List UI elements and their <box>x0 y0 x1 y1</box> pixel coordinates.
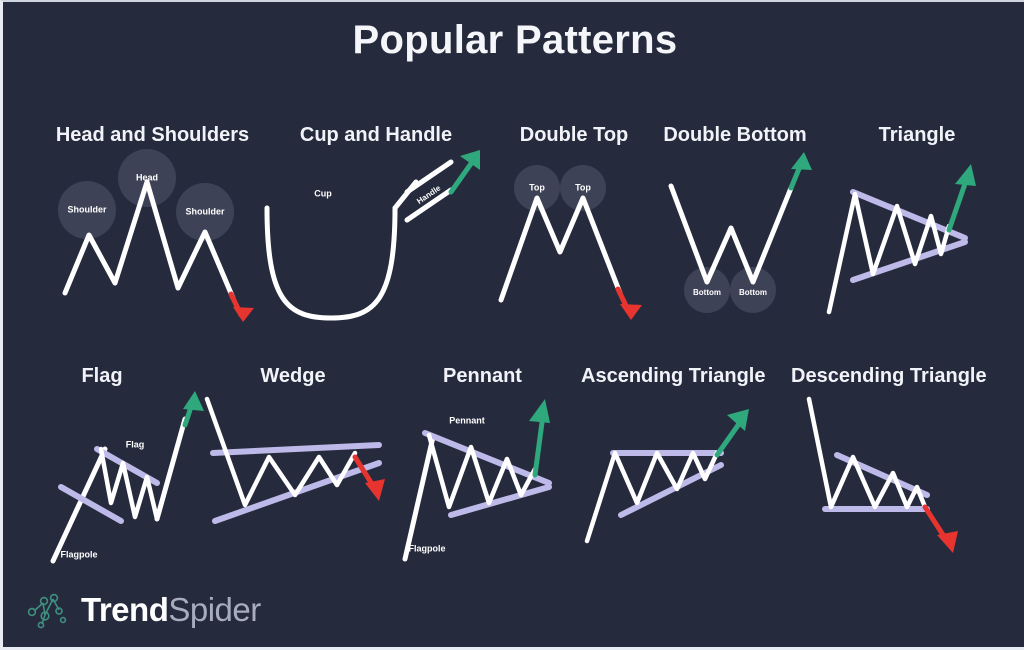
pattern-diagram <box>791 391 987 563</box>
arrow-up-icon <box>182 391 204 428</box>
cup-curve <box>264 205 398 321</box>
lower-trendline <box>448 484 552 518</box>
pattern-title: Pennant <box>443 365 522 387</box>
upper-trendline <box>422 430 552 486</box>
brand-name-strong: Trend <box>81 590 169 628</box>
arrow-up-icon <box>529 399 550 478</box>
badge-bottom-left <box>684 267 730 313</box>
arrow-up-icon <box>788 152 812 191</box>
price-line <box>98 446 160 522</box>
pattern-cup-and-handle: Cup and Handle Cup Handle <box>261 124 491 321</box>
pattern-diagram: Bottom Bottom <box>651 150 819 320</box>
flagpole-label: Flagpole <box>60 549 97 559</box>
arrow-down-icon <box>615 286 642 320</box>
pattern-title: Head and Shoulders <box>55 124 250 146</box>
pattern-diagram <box>826 150 1007 320</box>
price-line <box>204 396 358 508</box>
price-line <box>584 450 720 544</box>
pattern-title: Descending Triangle <box>791 365 987 387</box>
pennant-label: Pennant <box>449 415 485 425</box>
badge-label: Top <box>529 182 545 192</box>
brand-logo: TrendSpider <box>23 589 261 629</box>
price-line <box>826 191 952 315</box>
badge-shoulder-left <box>58 181 116 239</box>
badge-label: Head <box>136 172 158 182</box>
pattern-diagram: Shoulder Head Shoulder <box>25 149 280 322</box>
pattern-ascending-triangle: Ascending Triangle <box>581 365 766 555</box>
pattern-title: Double Top <box>519 124 629 146</box>
pattern-triangle: Triangle <box>826 124 1007 315</box>
handle-lower-line <box>404 187 454 223</box>
pattern-flag: Flag Flag Flagpole <box>17 365 204 564</box>
upper-trendline <box>210 442 382 456</box>
pattern-diagram <box>581 391 769 551</box>
price-line <box>806 396 928 510</box>
arrow-down-icon <box>352 454 385 501</box>
pattern-title: Ascending Triangle <box>581 365 766 387</box>
badge-label: Shoulder <box>185 206 224 216</box>
spider-network-icon <box>27 593 67 629</box>
badge-label: Shoulder <box>67 204 106 214</box>
arrow-down-icon <box>228 291 254 322</box>
pattern-title: Wedge <box>260 365 326 387</box>
arrow-up-icon <box>946 164 976 233</box>
pattern-diagram: Pennant Flagpole <box>395 391 575 566</box>
badge-bottom-right <box>730 267 776 313</box>
brand-name: TrendSpider <box>81 593 261 626</box>
pattern-double-bottom: Double Bottom Bottom Bottom <box>651 124 819 314</box>
pattern-diagram: Top Top <box>495 150 653 320</box>
flagpole-line <box>50 446 108 564</box>
badge-label: Bottom <box>739 288 767 297</box>
badge-top-left <box>514 165 560 211</box>
pattern-head-and-shoulders: Head and Shoulders Shoulder Head Shoulde… <box>25 124 280 322</box>
pattern-title: Triangle <box>878 124 956 146</box>
price-line <box>62 179 236 301</box>
lower-channel-line <box>58 484 124 524</box>
price-line <box>498 195 623 303</box>
handle-upper-line <box>404 159 454 195</box>
brand-name-light: Spider <box>168 590 261 628</box>
flagpole-line <box>402 434 436 562</box>
arrow-up-icon <box>714 409 749 458</box>
price-line <box>668 183 794 285</box>
page-title: Popular Patterns <box>352 18 678 62</box>
badge-head <box>118 149 176 207</box>
pattern-pennant: Pennant Pennant Flagpole <box>395 365 570 562</box>
cup-label: Cup <box>314 188 332 198</box>
pattern-wedge: Wedge <box>203 365 385 555</box>
flag-label: Flag <box>126 439 145 449</box>
pattern-diagram: Flag Flagpole <box>17 391 204 566</box>
badge-label: Bottom <box>693 288 721 297</box>
pattern-double-top: Double Top Top Top <box>495 124 653 320</box>
pattern-diagram <box>203 391 391 551</box>
arrow-down-icon <box>922 504 958 553</box>
pattern-diagram: Cup Handle <box>261 150 491 321</box>
flagpole-label: Flagpole <box>408 543 445 553</box>
badge-top-right <box>560 165 606 211</box>
pattern-title: Flag <box>81 365 123 387</box>
badge-shoulder-right <box>176 183 234 241</box>
price-line <box>426 432 538 510</box>
pattern-descending-triangle: Descending Triangle <box>791 365 987 555</box>
breakout-line <box>154 416 188 522</box>
arrow-up-icon <box>448 150 480 195</box>
pattern-title: Double Bottom <box>663 124 807 146</box>
badge-label: Top <box>575 182 591 192</box>
pattern-title: Cup and Handle <box>299 124 453 146</box>
